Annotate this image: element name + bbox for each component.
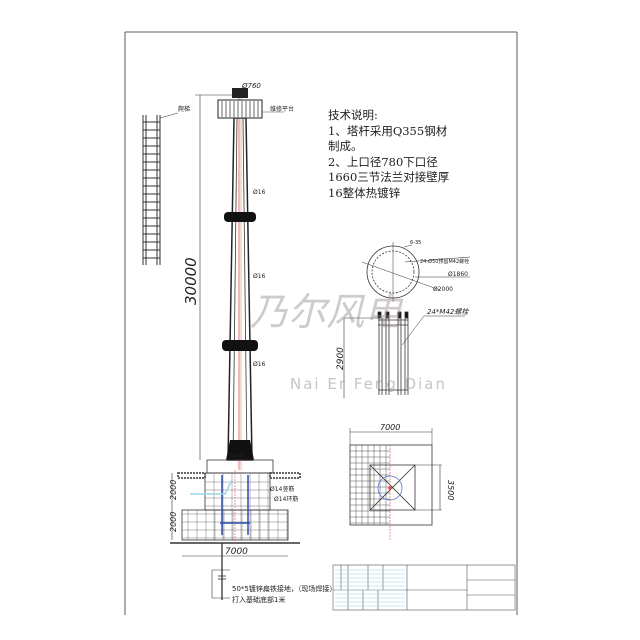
thickness-label-2: Ø16 [253, 273, 266, 280]
thickness-label-3: Ø16 [253, 361, 266, 368]
watermark-brand-cn: 乃尔风电 [250, 290, 403, 334]
grounding-note-1: 50*5镀锌扁铁接地，（现场焊接） [232, 584, 336, 593]
maintenance-platform [217, 99, 263, 119]
flange-inner-label: Ø1860 [448, 271, 468, 278]
grounding-note-2: 打入基础底部1米 [232, 595, 285, 604]
title-block [332, 564, 516, 611]
flange-upper [224, 212, 256, 222]
foundation-section [170, 459, 301, 600]
notes-line-5: 16整体热镀锌 [328, 185, 401, 200]
height-dimension [195, 94, 232, 460]
flange-lower [222, 340, 258, 351]
pole [217, 88, 263, 470]
notes-line-3: 2、上口径780下口径 [328, 154, 438, 169]
dim-upper-label: 2000 [169, 480, 178, 500]
flange-bolts-label: 24-Ø50预留M42螺栓 [420, 258, 469, 265]
anchor-label: 24*M42螺栓 [427, 308, 469, 316]
flange-hole-label: 6-35 [410, 240, 421, 246]
technical-notes: 技术说明: 1、塔杆采用Q355钢材 制成。 2、上口径780下口径 1660三… [328, 108, 449, 201]
notes-line-1: 1、塔杆采用Q355钢材 [328, 123, 448, 138]
anchor-bolts [343, 311, 465, 398]
plan-half-label: 3500 [446, 480, 455, 500]
plan-width-label: 7000 [380, 423, 400, 432]
top-diameter-label: Ø760 [241, 82, 261, 90]
thickness-label-1: Ø16 [253, 189, 266, 196]
flange-plan [361, 242, 471, 302]
rebar-ring-label: Ø14环筋 [274, 495, 298, 503]
base-flange [226, 440, 254, 460]
flange-outer-label: Ø2000 [433, 286, 453, 293]
rebar-vertical-label: Ø14竖筋 [270, 485, 294, 493]
dim-width-label: 7000 [225, 547, 248, 557]
notes-title: 技术说明: [328, 108, 378, 122]
watermark-brand-en: Nai Er Feng Dian [290, 375, 448, 393]
notes-line-2: 制成。 [328, 139, 363, 153]
pole-top-cap [232, 88, 248, 98]
foundation-plan [349, 428, 442, 540]
ladder [142, 112, 179, 265]
base-dim-label: 5000 [228, 453, 243, 460]
drawing-frame [124, 31, 518, 615]
ladder-label: 爬梯 [178, 105, 190, 113]
anchor-height-label: 2900 [336, 347, 346, 370]
height-dim-label: 30000 [182, 257, 200, 305]
notes-line-4: 1660三节法兰对接壁厚 [328, 170, 450, 184]
dim-lower-label: 2000 [169, 512, 178, 532]
platform-label: 维修平台 [270, 105, 294, 113]
